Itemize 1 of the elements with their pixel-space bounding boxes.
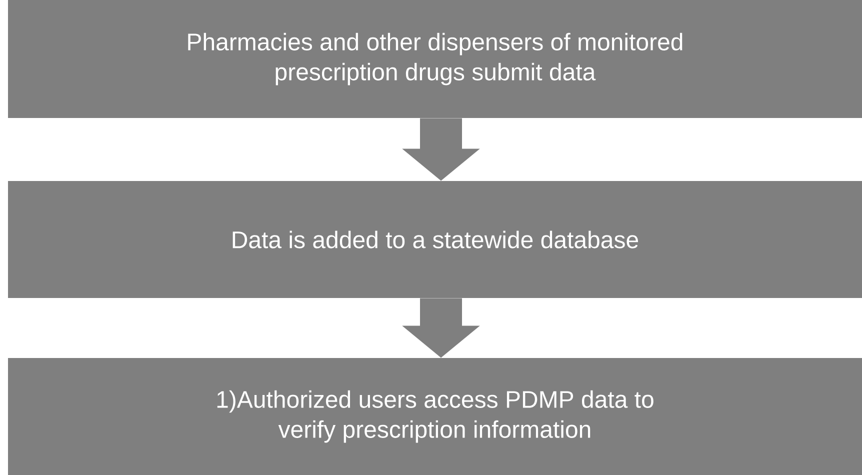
process-box: Pharmacies and other dispensers of monitored prescription drugs submit data bbox=[8, 0, 862, 118]
